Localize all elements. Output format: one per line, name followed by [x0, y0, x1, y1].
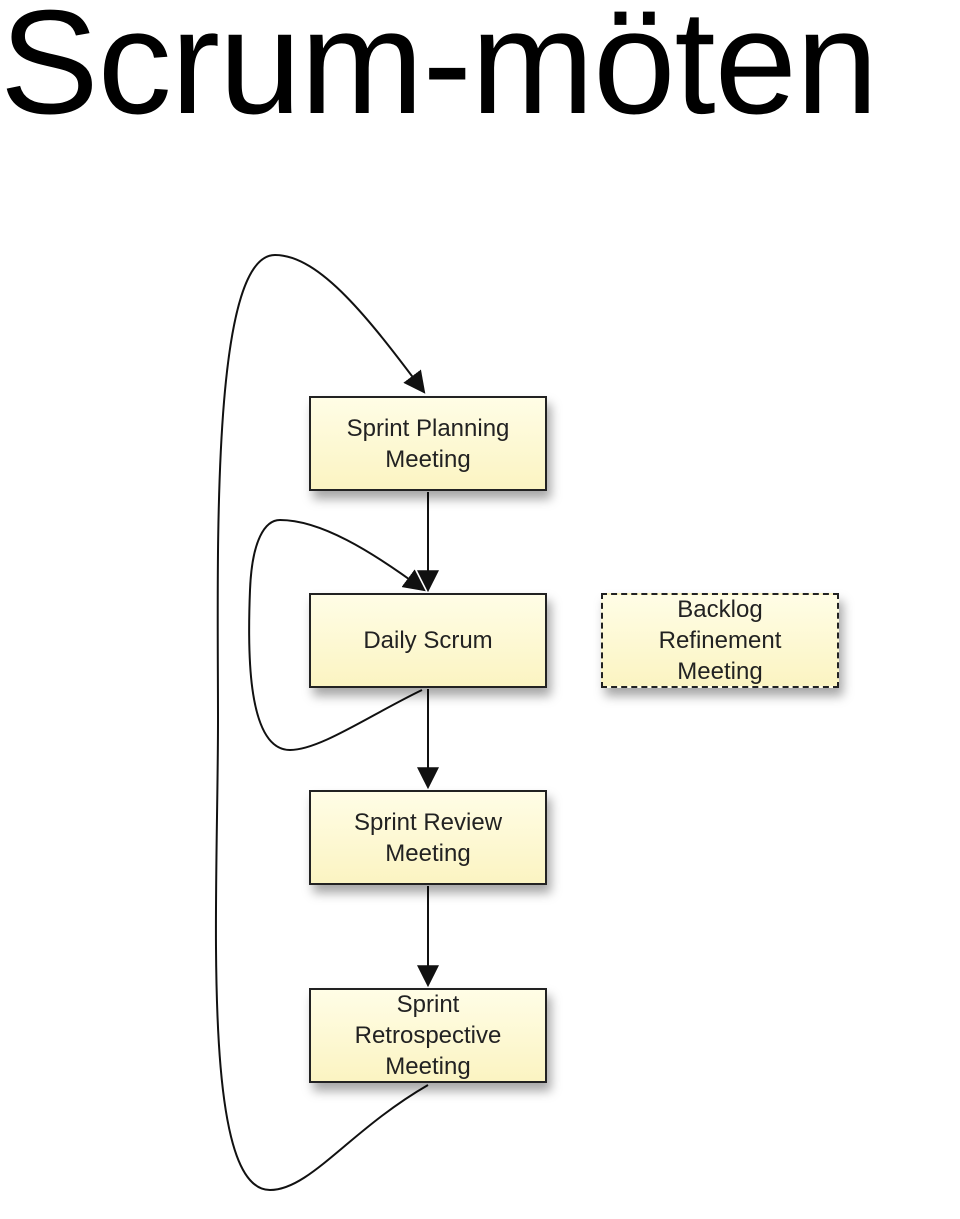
node-label: Daily Scrum	[363, 627, 493, 654]
edge-daily-loop	[248, 518, 426, 752]
node-sprint-review: Sprint Review Meeting	[309, 790, 547, 885]
edge-retro-to-planning	[214, 253, 429, 1192]
node-label: Sprint Planning Meeting	[346, 414, 510, 473]
page-title: Scrum-möten	[0, 0, 878, 145]
node-backlog-refinement: Backlog Refinement Meeting	[601, 593, 839, 688]
node-daily-scrum: Daily Scrum	[309, 593, 547, 688]
node-label: Sprint Retrospective Meeting	[354, 991, 502, 1080]
node-label: Backlog Refinement Meeting	[658, 596, 782, 685]
node-sprint-retrospective: Sprint Retrospective Meeting	[309, 988, 547, 1083]
node-label: Sprint Review Meeting	[353, 808, 503, 867]
node-sprint-planning: Sprint Planning Meeting	[309, 396, 547, 491]
